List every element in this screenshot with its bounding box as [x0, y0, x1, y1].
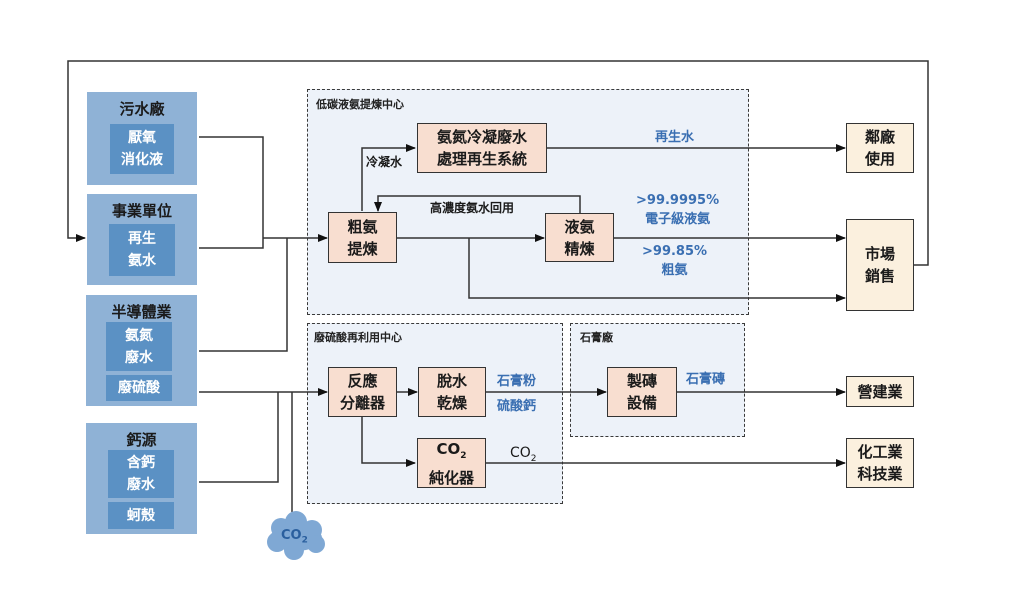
label-gypsum-brick: 石膏磚 [686, 372, 726, 387]
line-crude-grade [468, 238, 846, 302]
source-item: 再生 氨水 [109, 224, 175, 276]
co2-purifier-bottom: 純化器 [428, 468, 474, 487]
label-crude-grade: >99.85% 粗氨 [642, 244, 708, 278]
source-business-unit: 事業單位 再生 氨水 [87, 194, 197, 285]
process-brick-equipment: 製磚 設備 [607, 367, 677, 417]
source-sewage-plant: 污水廠 厭氧 消化液 [87, 92, 197, 185]
dest-market-sales: 市場 銷售 [846, 219, 914, 311]
source-title: 污水廠 [119, 100, 165, 118]
region-acid-center-label: 廢硫酸再利用中心 [314, 331, 402, 344]
source-semiconductor: 半導體業 氨氮 廢水 廢硫酸 [86, 295, 197, 406]
source-title: 鈣源 [126, 431, 157, 449]
line-condensate [361, 144, 416, 211]
label-electronic-grade: >99.9995% 電子級液氨 [636, 193, 720, 227]
region-gypsum-plant-label: 石膏廠 [580, 331, 613, 344]
process-liquid-ammonia: 液氨 精煉 [545, 213, 614, 262]
process-reaction-separator: 反應 分離器 [328, 367, 397, 417]
process-crude-ammonia: 粗氨 提煉 [328, 212, 397, 263]
label-gypsum-powder: 石膏粉 [497, 374, 537, 389]
line-source-semiconductor [199, 238, 288, 352]
dest-chem-tech: 化工業 科技業 [846, 438, 914, 488]
line-market-feedback [67, 60, 929, 266]
dest-neighbor-plant: 鄰廠 使用 [846, 123, 914, 173]
source-title: 事業單位 [111, 202, 172, 220]
line-source-sewage [199, 136, 264, 238]
source-item: 廢硫酸 [106, 375, 172, 401]
label-condensate: 冷凝水 [366, 155, 403, 169]
region-ammonia-center-label: 低碳液氨提煉中心 [316, 98, 404, 111]
label-recycled-water: 再生水 [655, 130, 695, 145]
line-reaction-to-co2 [361, 416, 416, 467]
source-item: 厭氧 消化液 [110, 124, 174, 174]
co2-cloud-icon [267, 511, 325, 560]
line-calcium [199, 392, 279, 483]
line-high-conc-recycle [374, 195, 581, 213]
source-item: 氨氮 廢水 [106, 322, 172, 371]
label-co2: CO2 [510, 445, 537, 464]
dest-construction: 營建業 [846, 376, 914, 407]
source-item: 含鈣 廢水 [108, 450, 174, 498]
process-wastewater-regen: 氨氮冷凝廢水 處理再生系統 [417, 123, 547, 173]
source-title: 半導體業 [111, 303, 172, 321]
label-calcium-sulfate: 硫酸鈣 [497, 399, 537, 414]
process-co2-purifier: CO2 純化器 [417, 438, 486, 488]
source-item: 蚵殼 [108, 502, 174, 529]
source-calcium: 鈣源 含鈣 廢水 蚵殼 [86, 423, 197, 534]
co2-purifier-top: CO2 [436, 439, 467, 461]
label-high-conc-recycle: 高濃度氨水回用 [430, 201, 515, 215]
line-source-business [199, 238, 264, 249]
process-dewater-dry: 脫水 乾燥 [418, 367, 486, 417]
co2-cloud-label: CO2 [281, 528, 308, 546]
